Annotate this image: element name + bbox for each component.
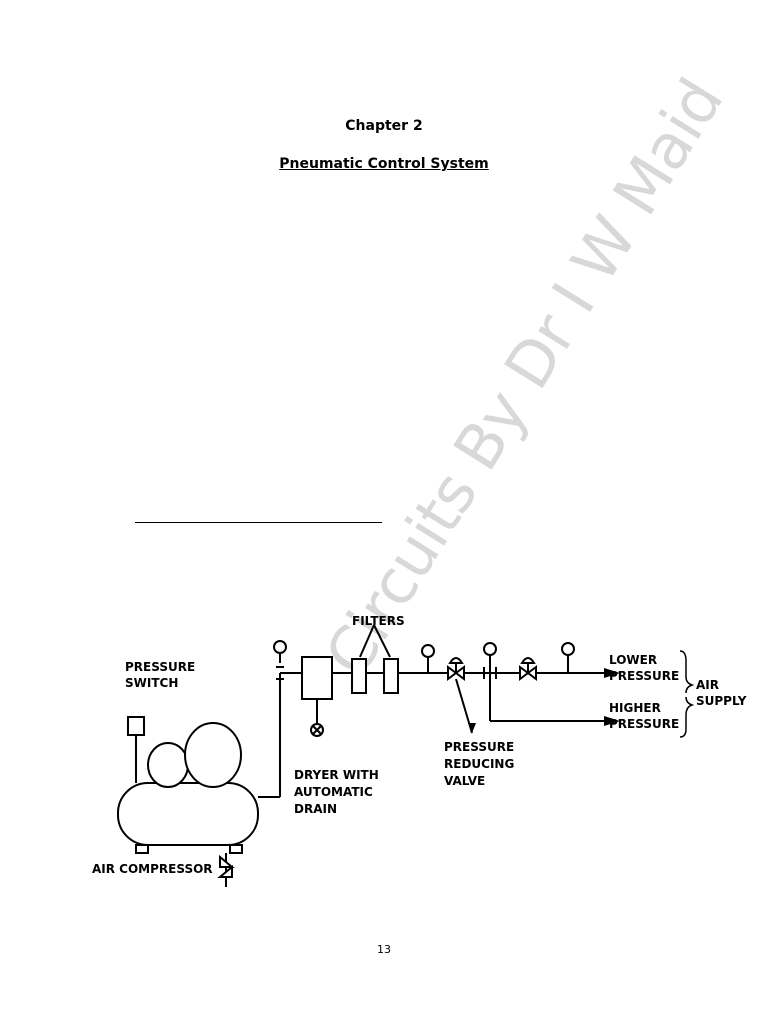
pressure-switch-label-1: PRESSURE: [125, 660, 195, 674]
lower-pressure-label-1: LOWER: [609, 653, 657, 667]
higher-pressure-label-1: HIGHER: [609, 701, 661, 715]
air-supply-label-2: SUPPLY: [696, 694, 747, 708]
page-title-text: Pneumatic Control System: [279, 156, 489, 172]
pneumatic-system-diagram: FILTERS PRESSURE SWITCH DRYER WITH AUTOM…: [92, 614, 747, 887]
prv-label-3: VALVE: [444, 774, 485, 788]
pressure-reducing-valve: [447, 665, 458, 681]
footnote-rule: [135, 522, 382, 523]
lower-pressure-arrow: [604, 668, 620, 678]
pressure-gauge-3: [483, 642, 497, 656]
compressor-tank: [117, 782, 259, 846]
tank-foot-right: [229, 844, 243, 854]
prv-label-2: REDUCING: [444, 757, 514, 771]
dryer-label-2: AUTOMATIC: [294, 785, 373, 799]
page-number: 13: [377, 943, 391, 956]
drain-valve: [219, 854, 235, 868]
shutoff-valve: [519, 665, 530, 681]
pressure-gauge-4: [561, 642, 575, 656]
filters-label: FILTERS: [352, 614, 405, 628]
air-supply-label-1: AIR: [696, 678, 719, 692]
compressor-pump: [184, 722, 242, 788]
higher-pressure-arrow: [604, 716, 620, 726]
pressure-switch: [127, 716, 145, 736]
air-supply-brace-top: [679, 650, 695, 694]
air-compressor-label: AIR COMPRESSOR: [92, 862, 213, 876]
dryer-label-1: DRYER WITH: [294, 768, 379, 782]
compressor-motor: [147, 742, 189, 788]
lower-pressure-label-2: PRESSURE: [609, 669, 679, 683]
dryer-box: [301, 656, 333, 700]
tank-foot-left: [135, 844, 149, 854]
pressure-gauge-1: [273, 640, 287, 654]
dryer-label-3: DRAIN: [294, 802, 337, 816]
prv-label-1: PRESSURE: [444, 740, 514, 754]
pressure-gauge-2: [421, 644, 435, 658]
higher-pressure-label-2: PRESSURE: [609, 717, 679, 731]
air-supply-brace-bottom: [679, 696, 695, 738]
page-title: Pneumatic Control System: [0, 156, 768, 172]
filter-1: [351, 658, 367, 694]
chapter-heading: Chapter 2: [345, 118, 423, 134]
pressure-switch-label-2: SWITCH: [125, 676, 178, 690]
filter-2: [383, 658, 399, 694]
